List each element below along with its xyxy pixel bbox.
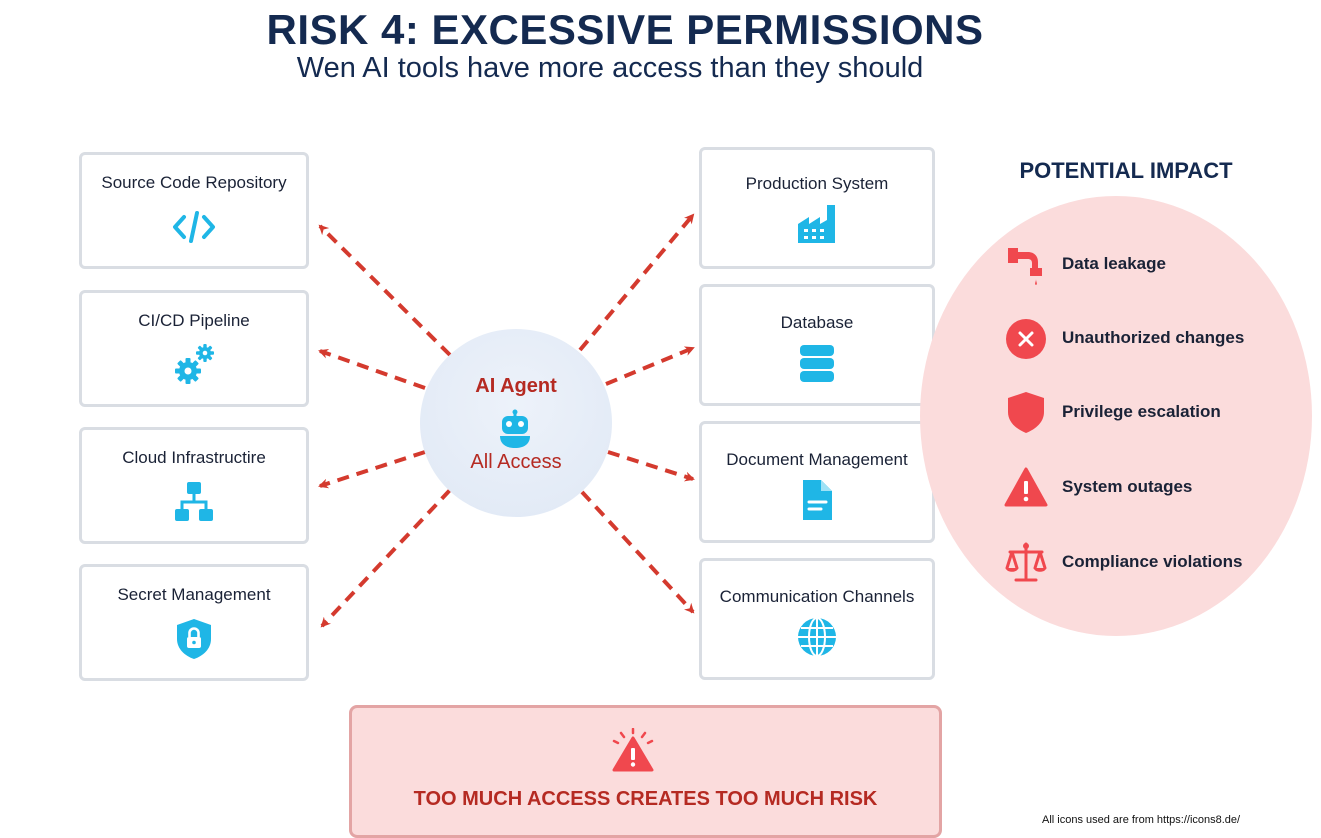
- factory-icon: [795, 202, 839, 246]
- risk-banner: TOO MUCH ACCESS CREATES TOO MUCH RISK: [349, 705, 942, 838]
- x-circle-icon: [1004, 316, 1048, 360]
- code-icon: [172, 205, 216, 249]
- impact-label: Data leakage: [1062, 254, 1166, 273]
- system-label: Database: [780, 313, 854, 332]
- arrow-to-production: [578, 213, 695, 352]
- system-label: Source Code Repository: [101, 173, 287, 192]
- document-icon: [795, 478, 839, 522]
- system-label: Cloud Infrastructire: [122, 448, 266, 467]
- page-subtitle: Wen AI tools have more access than they …: [296, 52, 924, 84]
- arrow-to-document: [607, 450, 695, 482]
- gears-icon: [172, 343, 216, 387]
- arrow-to-cloud: [318, 450, 426, 489]
- robot-icon: [496, 409, 534, 449]
- impact-label: Unauthorized changes: [1062, 328, 1245, 347]
- arrow-to-secret: [320, 488, 452, 628]
- agent-access-level: All Access: [470, 451, 562, 473]
- page-title: RISK 4: EXCESSIVE PERMISSIONS: [266, 6, 984, 53]
- system-label: Document Management: [726, 450, 908, 469]
- system-label: CI/CD Pipeline: [138, 311, 250, 330]
- arrow-to-cicd: [318, 348, 426, 390]
- icon-credit: All icons used are from https://icons8.d…: [1042, 814, 1241, 826]
- network-icon: [172, 480, 216, 524]
- leaking-pipe-icon: [1004, 242, 1048, 286]
- agent-name: AI Agent: [475, 375, 557, 397]
- system-label: Communication Channels: [719, 587, 915, 606]
- globe-icon: [795, 615, 839, 659]
- alarm-warning-icon: [609, 727, 657, 774]
- scales-icon: [1004, 540, 1048, 584]
- impact-title: POTENTIAL IMPACT: [1019, 158, 1233, 183]
- database-icon: [795, 341, 839, 385]
- arrow-to-communication: [580, 490, 695, 614]
- arrow-to-database: [605, 346, 695, 386]
- system-communication-channels: Communication Channels: [699, 558, 935, 680]
- ai-agent-node: AI Agent All Access: [420, 329, 612, 517]
- system-secret-management: Secret Management: [79, 564, 309, 681]
- warning-icon: [1004, 465, 1048, 509]
- impact-label: System outages: [1062, 477, 1193, 496]
- system-document-management: Document Management: [699, 421, 935, 543]
- shield-lock-icon: [172, 617, 216, 661]
- system-cicd-pipeline: CI/CD Pipeline: [79, 290, 309, 407]
- banner-text: TOO MUCH ACCESS CREATES TOO MUCH RISK: [413, 788, 878, 810]
- system-source-code-repository: Source Code Repository: [79, 152, 309, 269]
- impact-background: [920, 196, 1312, 636]
- impact-label: Privilege escalation: [1062, 402, 1221, 421]
- impact-label: Compliance violations: [1062, 552, 1243, 571]
- system-database: Database: [699, 284, 935, 406]
- system-production: Production System: [699, 147, 935, 269]
- shield-icon: [1004, 390, 1048, 434]
- system-label: Secret Management: [117, 585, 271, 604]
- arrow-to-source-code: [318, 224, 452, 357]
- system-label: Production System: [745, 174, 889, 193]
- system-cloud-infrastructure: Cloud Infrastructire: [79, 427, 309, 544]
